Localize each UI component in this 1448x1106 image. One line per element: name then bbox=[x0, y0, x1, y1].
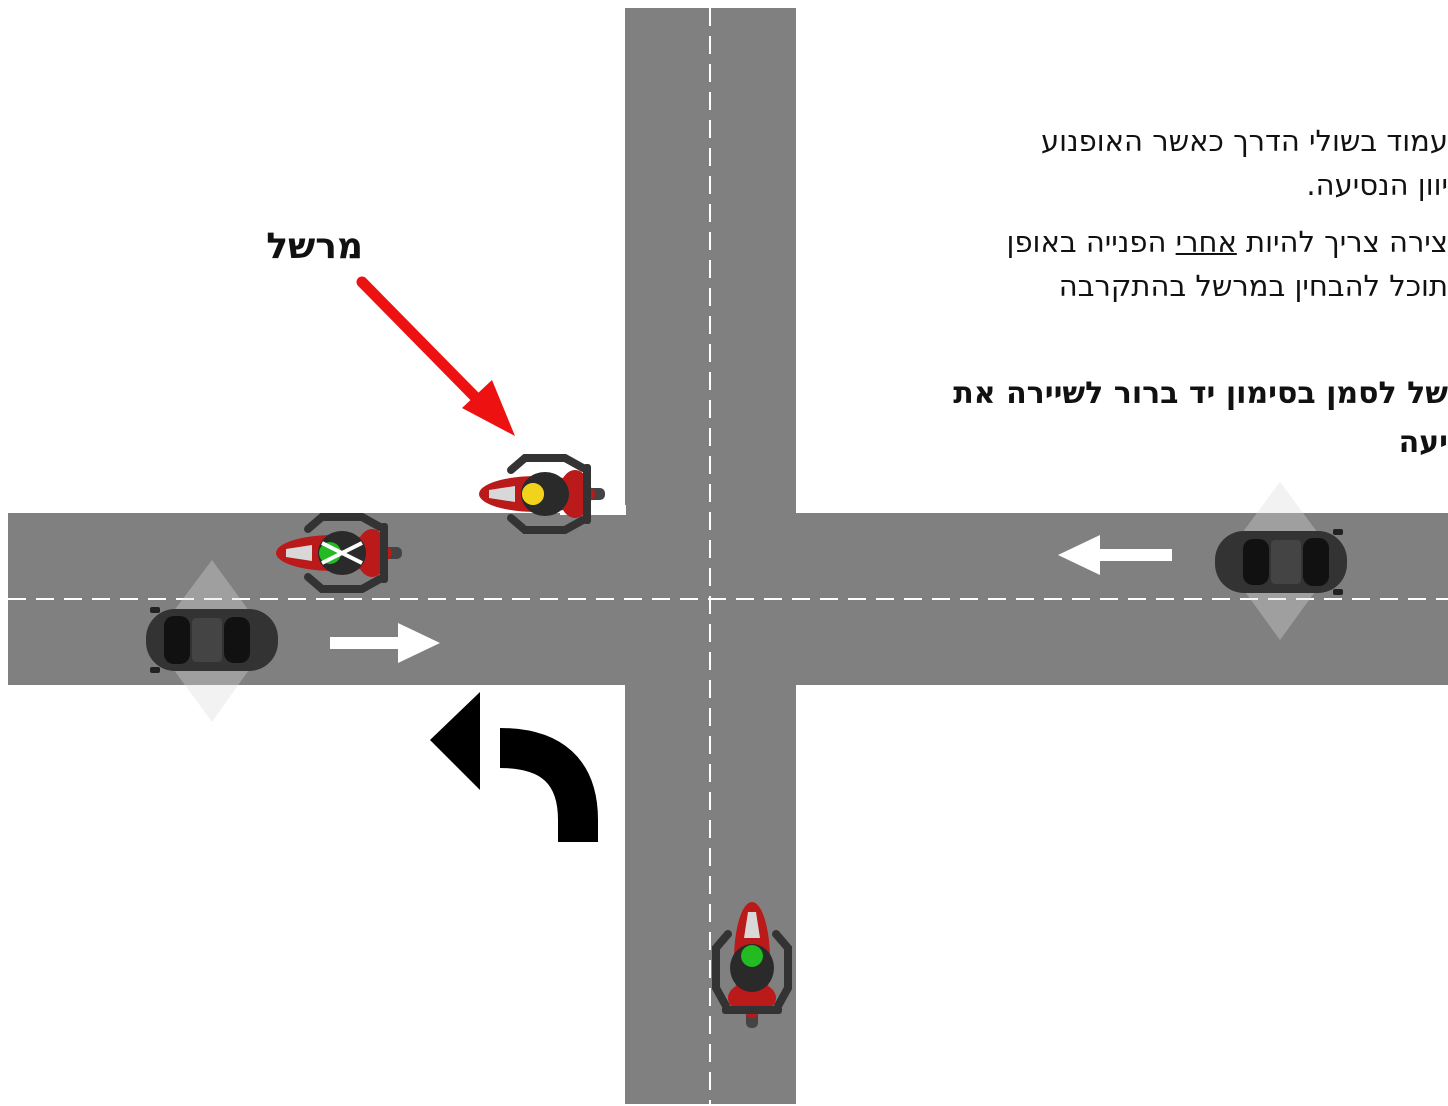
white-direction-arrow-icon-east bbox=[330, 623, 440, 663]
rider-motorcycle-icon-2 bbox=[716, 902, 788, 1028]
left-turn-arrow-shaft bbox=[499, 728, 598, 842]
instruction-line-1: עמוד בשולי הדרך כאשר האופנוע bbox=[1040, 124, 1448, 158]
instruction-bold-line-1: של לסמן בסימון יד ברור לשיירה את bbox=[953, 376, 1448, 411]
instruction-bold-line-2: יעה bbox=[1398, 425, 1448, 460]
rider-motorcycle-icon-1 bbox=[276, 517, 402, 589]
car-icon-west bbox=[1215, 529, 1347, 595]
emphasis-after: אחרי bbox=[1175, 225, 1237, 259]
red-arrow-icon bbox=[462, 380, 515, 436]
instruction-line-3: צירה צריך להיות אחרי הפנייה באופן bbox=[1006, 225, 1448, 259]
marshal-motorcycle-icon bbox=[479, 458, 605, 530]
red-arrow-shaft bbox=[356, 276, 488, 410]
marshal-label: מרשל bbox=[266, 226, 363, 267]
instruction-line-2: יוון הנסיעה. bbox=[1306, 168, 1448, 202]
car-icon-east bbox=[146, 607, 278, 673]
white-direction-arrow-icon-west bbox=[1058, 535, 1172, 575]
instruction-line-4: תוכל להבחין במרשל בהתקרבה bbox=[1058, 269, 1448, 303]
left-turn-arrow-icon bbox=[430, 692, 480, 790]
